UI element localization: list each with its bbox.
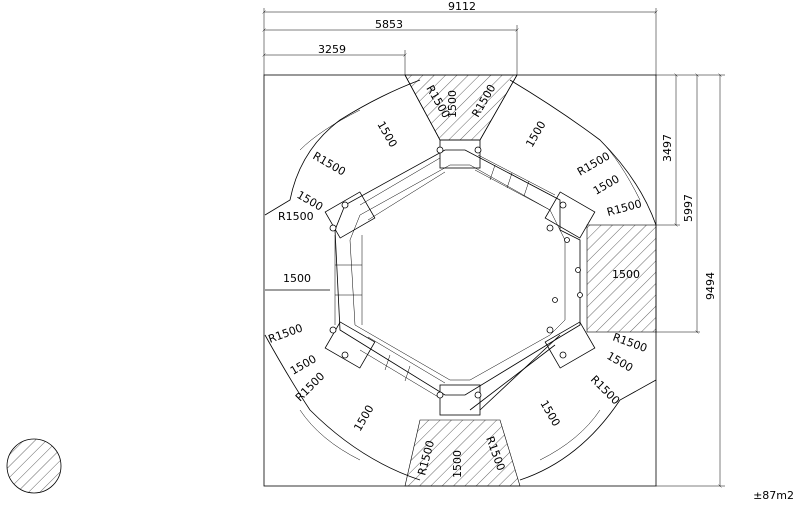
- dim-height-top: 3497: [661, 134, 674, 162]
- label-1500-right-lower: 1500: [605, 349, 636, 374]
- platform-top: [439, 139, 481, 169]
- play-structure-hexagon: [334, 149, 581, 396]
- bridge-top-right: [474, 154, 556, 211]
- label-1500-upper-right: 1500: [523, 119, 548, 150]
- total-area-label: ±87m2: [753, 489, 794, 502]
- label-r1500-right-upper: R1500: [575, 150, 612, 179]
- climbing-net: [469, 334, 561, 411]
- bridge-left: [334, 235, 363, 325]
- label-r1500-right-bottom: R1500: [588, 373, 622, 407]
- label-r1500-left-mid: R1500: [278, 210, 314, 223]
- dim-height-mid: 5997: [682, 194, 695, 222]
- play-structure-inner: [349, 164, 566, 381]
- posts: [329, 146, 583, 399]
- label-1500-left-center: 1500: [283, 272, 311, 285]
- platform-right-top: [544, 191, 596, 239]
- label-1500-lower-right: 1500: [537, 398, 562, 429]
- bridge-top-left: [359, 157, 446, 221]
- platform-bottom: [439, 384, 481, 416]
- dim-width-left: 3259: [318, 43, 346, 56]
- label-1500-top-center: 1500: [446, 90, 459, 118]
- hatched-area-legend-icon: [6, 438, 62, 494]
- hatched-zone-bottom: [404, 419, 521, 487]
- hatched-zone-right: [586, 224, 657, 333]
- label-1500-right-center: 1500: [612, 268, 640, 281]
- platform-left-bottom: [324, 321, 376, 369]
- label-r1500-right-lower: R1500: [611, 331, 649, 355]
- bridge-bottom-left: [359, 336, 446, 399]
- dim-overall-width: 9112: [448, 0, 476, 13]
- label-r1500-left-lower: R1500: [267, 321, 305, 345]
- label-r1500-left-upper: R1500: [311, 149, 348, 178]
- dim-height-total: 9494: [704, 272, 717, 300]
- dimension-lines-right: [656, 75, 725, 486]
- label-1500-right-upper2: 1500: [591, 172, 622, 197]
- hatched-zone-top: [404, 74, 518, 141]
- label-1500-lower-left: 1500: [351, 403, 376, 434]
- label-r1500-right-mid: R1500: [605, 197, 643, 219]
- safety-zone-outline: [264, 74, 657, 481]
- platform-right-bottom: [544, 321, 596, 369]
- label-1500-bottom-center: 1500: [451, 450, 464, 478]
- dimension-lines-top: [264, 8, 656, 75]
- label-1500-upper-left: 1500: [374, 119, 399, 150]
- dim-width-mid: 5853: [375, 18, 403, 31]
- safety-zone-arcs: [299, 109, 641, 461]
